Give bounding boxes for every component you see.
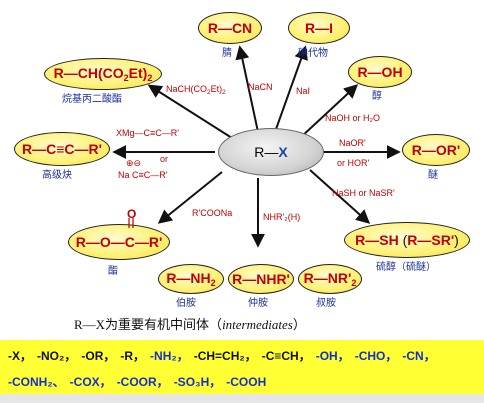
- leaving-groups-line-2: -CONH₂、 -COX， -COOR， -SO₃H， -COOH: [8, 373, 271, 390]
- halide-label: 碘代物: [298, 48, 328, 59]
- leaving-group-item: -X，: [8, 349, 33, 363]
- secondary-amine-label: 仲胺: [248, 298, 268, 309]
- nitrile-node: R—CN: [198, 12, 262, 44]
- leaving-group-item: -COOH: [226, 375, 267, 389]
- ether-label: 醚: [428, 170, 438, 181]
- reaction-diagram: R—X R—CN 腈 R—I 碘代物 R—CH(CO2Et)2 烷基丙二酸酯 R…: [14, 12, 470, 332]
- arrow-to-alcohol: [299, 84, 359, 139]
- ester-label: 酯: [108, 266, 118, 277]
- alcohol-node: R—OH: [348, 56, 412, 88]
- arrow-to-ester: [157, 171, 223, 224]
- thiol-formula: R—SH (R—SR'): [355, 232, 459, 248]
- leaving-group-item: -NH₂，: [150, 349, 189, 363]
- reagent-alkyne-sodium: Na C≡C—R': [118, 170, 168, 180]
- center-x: X: [278, 144, 288, 160]
- thiol-node: R—SH (R—SR'): [344, 222, 470, 258]
- leaving-group-item: -NO₂，: [37, 349, 77, 363]
- footer-strip: [0, 394, 484, 403]
- primary-amine-node: R—NH2: [158, 264, 224, 294]
- arrow-to-thiol: [309, 169, 371, 224]
- leaving-group-item: -CHO，: [354, 349, 398, 363]
- tertiary-amine-formula: R—NR'2: [303, 270, 357, 288]
- leaving-group-item: -COX，: [69, 375, 112, 389]
- leaving-group-item: -CONH₂、: [8, 375, 65, 389]
- arrows-layer: [112, 45, 401, 248]
- arrow-to-halide: [274, 45, 308, 133]
- nitrile-formula: R—CN: [207, 20, 253, 36]
- malonate-formula: R—CH(CO2Et)2: [53, 65, 153, 83]
- center-r: R: [254, 144, 265, 160]
- alkyne-node: R—C≡C—R': [14, 132, 110, 166]
- leaving-group-item: -COOR，: [116, 375, 169, 389]
- reagent-alcohol: NaOH or H₂O: [325, 113, 381, 123]
- halide-formula: R—I: [305, 20, 333, 36]
- ester-formula: R—O—C—R': [75, 234, 163, 250]
- reagent-malonate: NaCH(CO2Et)2: [166, 84, 226, 96]
- nitrile-label: 腈: [222, 48, 232, 59]
- alkyne-label: 高级炔: [42, 170, 72, 181]
- reagent-alkyne-charges: ⊕⊖: [126, 158, 142, 168]
- ester-node: R—O—C—R': [68, 224, 170, 260]
- leaving-groups-line-1: -X， -NO₂， -OR， -R， -NH₂， -CH=CH₂， -C≡CH， -OH， -C…: [8, 347, 441, 364]
- reagent-alkyne-grignard: XMg—C≡C—R': [116, 128, 179, 138]
- ester-carbonyl-o: O: [127, 207, 137, 221]
- ether-formula: R—OR': [411, 142, 461, 158]
- leaving-group-item: -C≡CH，: [261, 349, 311, 363]
- leaving-groups-banner: -X， -NO₂， -OR， -R， -NH₂， -CH=CH₂， -C≡CH， -OH， -C…: [0, 340, 484, 394]
- malonate-label: 烷基丙二酸酯: [62, 94, 122, 105]
- secondary-amine-node: R—NHR': [228, 264, 294, 294]
- ester-double-bond: [128, 218, 134, 228]
- reagent-ether-a: NaOR': [339, 138, 366, 148]
- tertiary-amine-label: 叔胺: [316, 298, 336, 309]
- center-rx-node: R—X: [218, 128, 324, 176]
- ether-node: R—OR': [402, 134, 470, 166]
- alcohol-label: 醇: [372, 91, 382, 102]
- leaving-group-item: -SO₃H，: [173, 375, 222, 389]
- reagent-alkyne-or: or: [160, 154, 169, 164]
- reagent-ester: R'COONa: [192, 208, 233, 218]
- primary-amine-formula: R—NH2: [166, 270, 216, 288]
- diagram-caption: R—X为重要有机中间体（intermediates）: [74, 317, 306, 332]
- tertiary-amine-node: R—NR'2: [298, 264, 362, 294]
- arrow-to-malonate: [147, 84, 233, 139]
- leaving-group-item: -R，: [120, 349, 146, 363]
- reagent-halide: NaI: [296, 86, 311, 96]
- secondary-amine-formula: R—NHR': [232, 271, 290, 287]
- malonate-node: R—CH(CO2Et)2: [44, 58, 162, 90]
- center-bond: —: [264, 144, 279, 160]
- leaving-group-item: -CN，: [402, 349, 436, 363]
- reagent-thiol: NaSH or NaSR': [332, 188, 395, 198]
- halide-node: R—I: [288, 12, 350, 44]
- arrow-to-nitrile: [235, 45, 259, 133]
- alkyne-formula: R—C≡C—R': [22, 141, 102, 157]
- reagent-ether-b: or HOR': [337, 158, 370, 168]
- leaving-group-item: -OH，: [315, 349, 350, 363]
- primary-amine-label: 伯胺: [176, 298, 196, 309]
- leaving-group-item: -OR，: [81, 349, 116, 363]
- reagent-amine: NHR'₂(H): [263, 212, 301, 222]
- leaving-group-item: -CH=CH₂，: [193, 349, 257, 363]
- alcohol-formula: R—OH: [357, 64, 403, 80]
- thiol-label: 硫醇（硫醚）: [376, 262, 436, 273]
- reagent-nitrile: NaCN: [248, 82, 273, 92]
